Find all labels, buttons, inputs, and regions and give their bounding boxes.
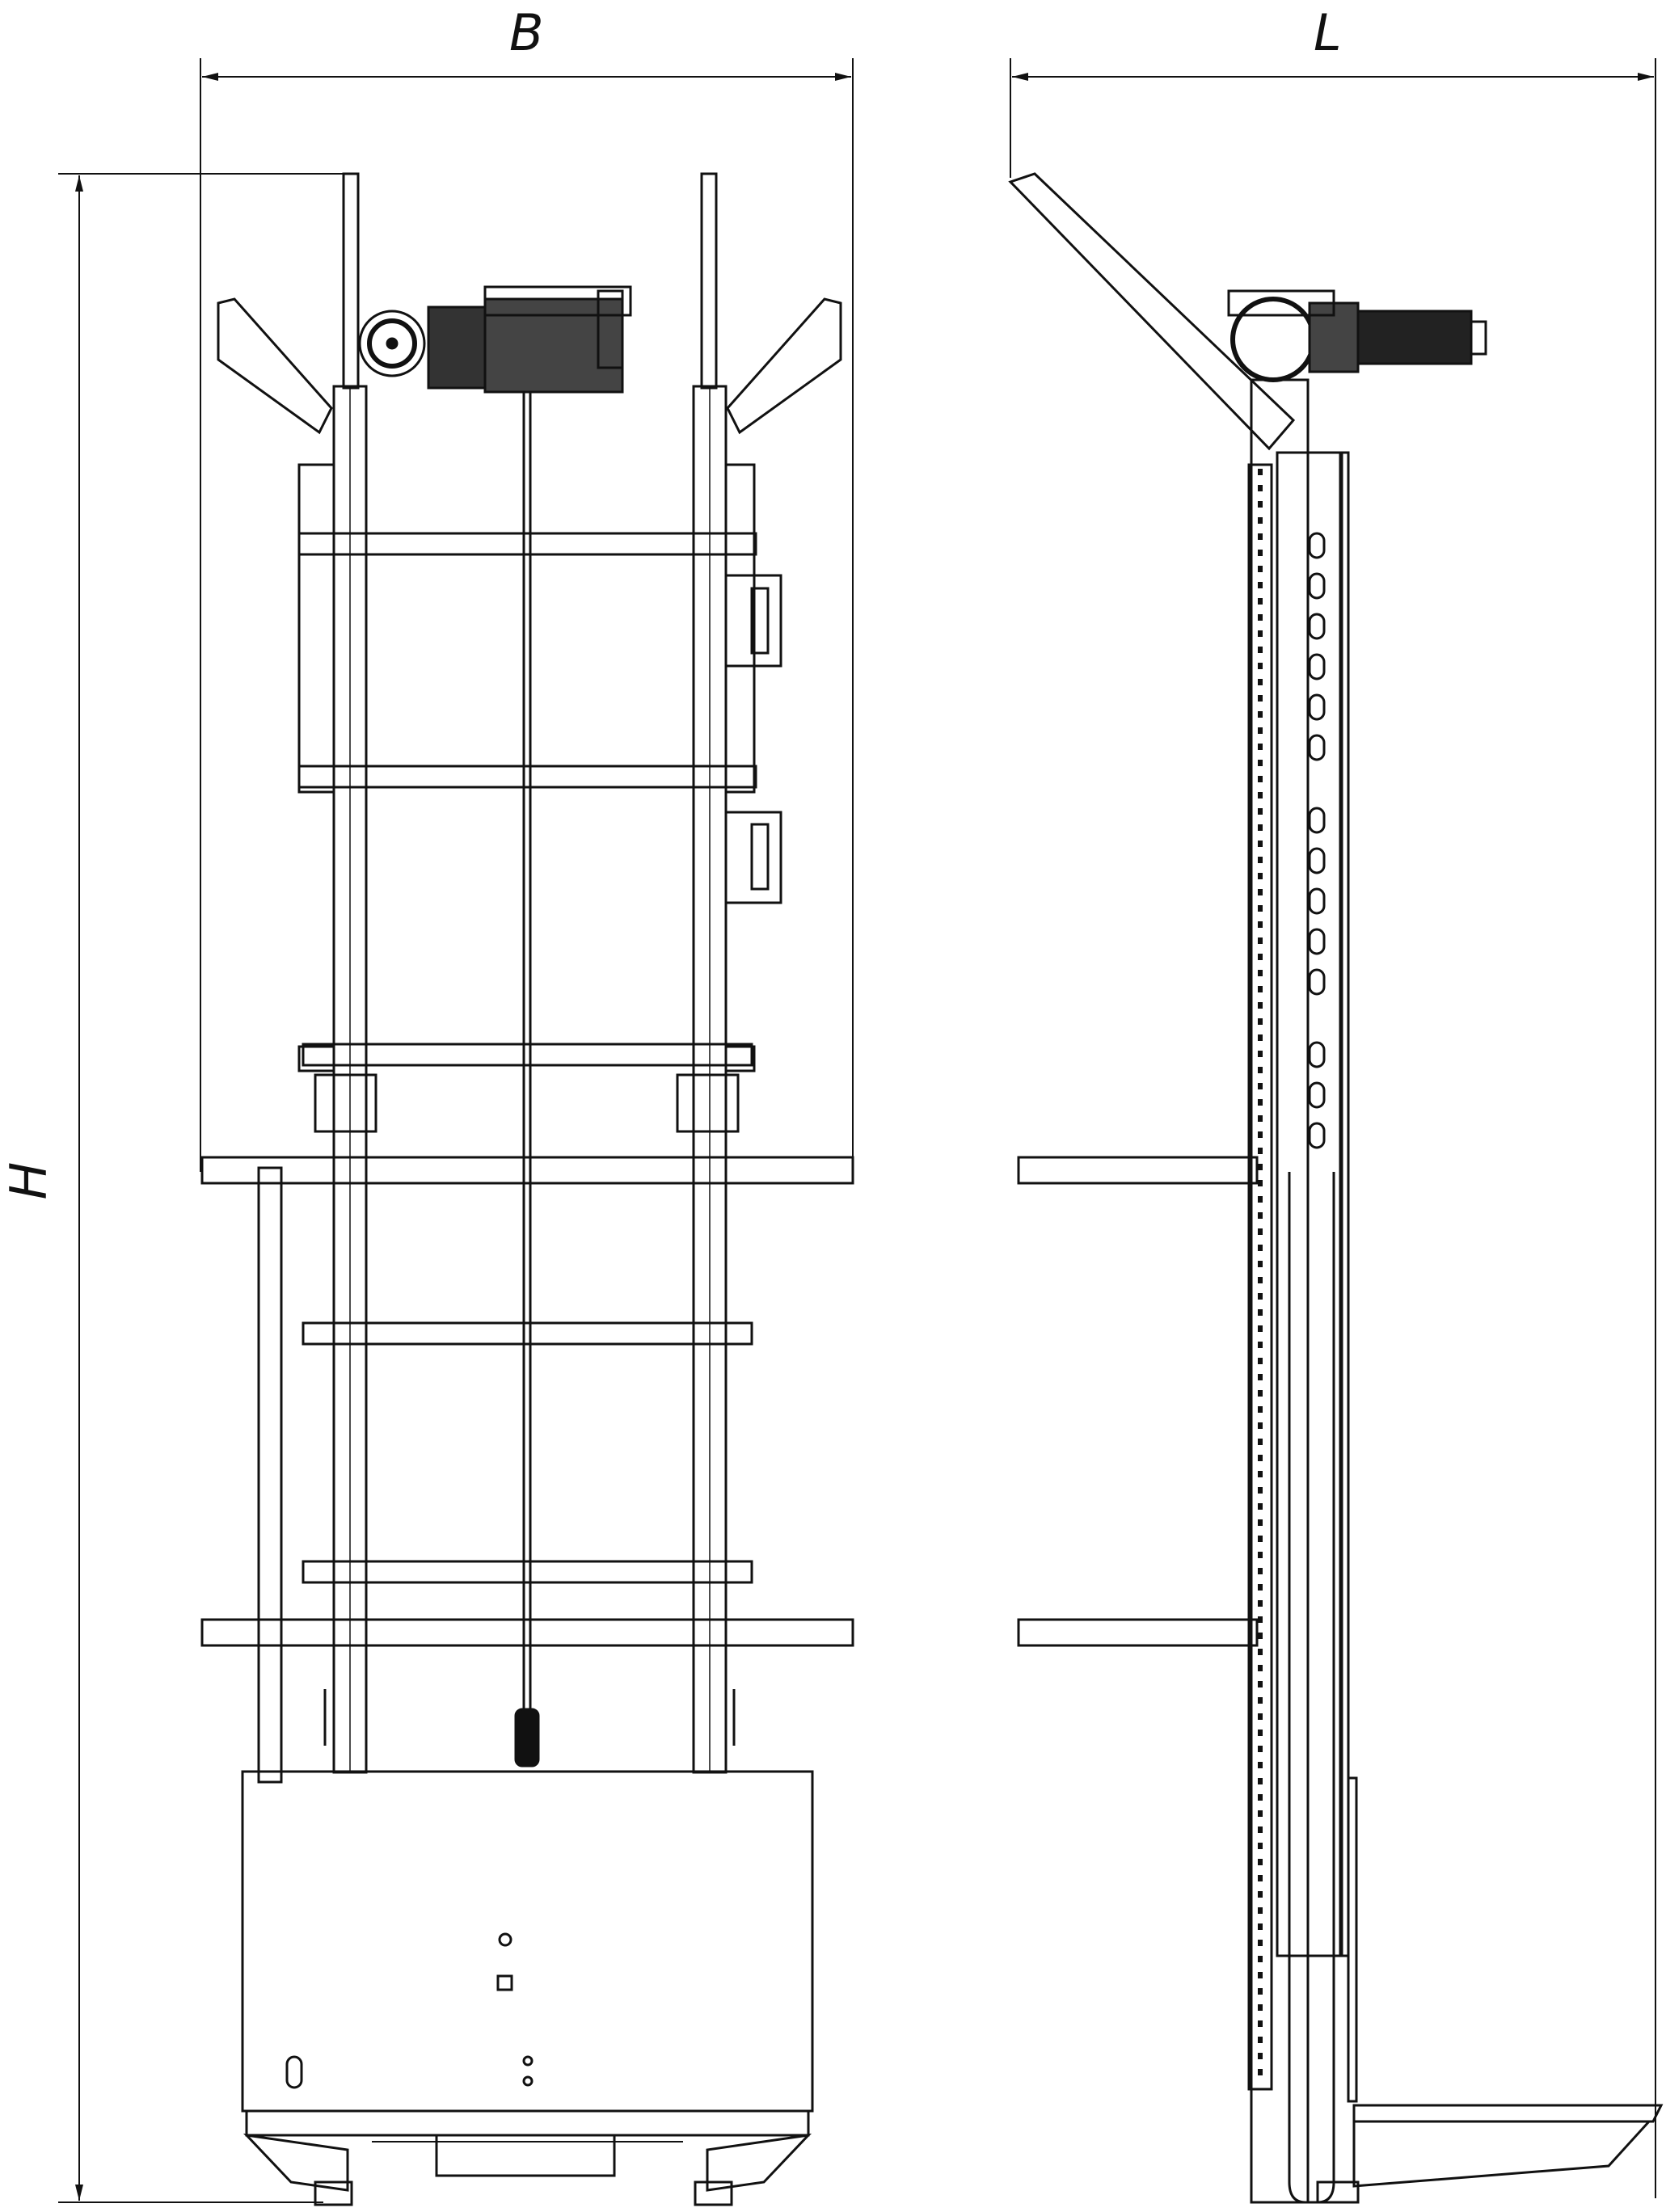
- front-view: [200, 172, 854, 2206]
- dimension-B: [200, 58, 854, 1172]
- side-view: [1008, 172, 1664, 2204]
- dimension-H: [58, 173, 344, 2203]
- height-dimension-label: H: [0, 1161, 58, 1200]
- width-dimension-label: B: [509, 3, 544, 62]
- dimension-L: [1010, 58, 1656, 2198]
- length-dimension-label: L: [1314, 3, 1342, 62]
